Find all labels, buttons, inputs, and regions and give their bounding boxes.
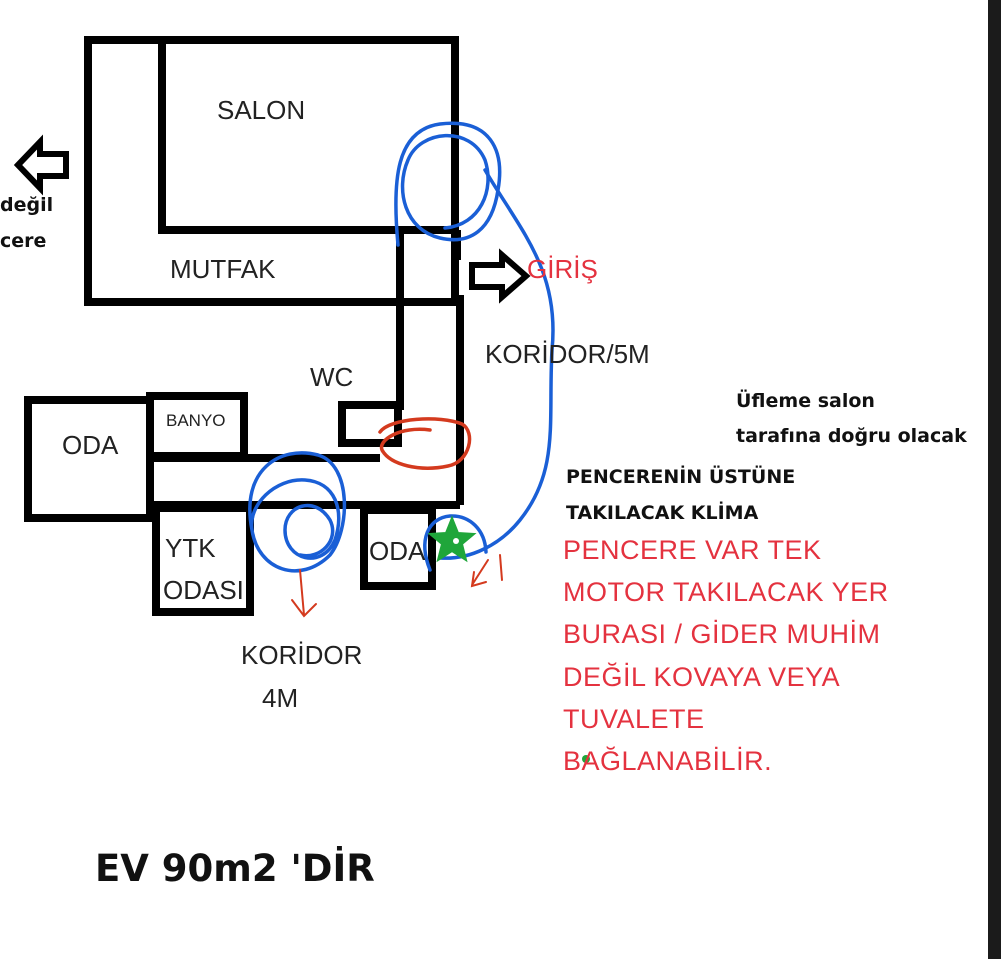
motor-note-line3: BURASI / GİDER MUHİM xyxy=(563,619,881,649)
corridor-label-4m-2: 4M xyxy=(262,683,299,713)
exit-arrow-left-icon xyxy=(13,134,69,196)
room-label-ytk-2: ODASI xyxy=(163,575,244,605)
ytk-wall xyxy=(152,504,254,616)
wc-wall xyxy=(338,401,402,447)
left-note-line2: cere xyxy=(0,230,47,252)
red-arrow-down-1-icon xyxy=(291,569,317,618)
oda-small-wall xyxy=(360,506,436,590)
room-label-oda-small: ODA xyxy=(369,536,426,566)
room-label-oda-left: ODA xyxy=(62,430,119,460)
green-star-icon xyxy=(427,515,477,563)
left-note-line1: değil xyxy=(0,194,54,216)
corridor-label-5m: KORİDOR/5M xyxy=(485,339,650,369)
airflow-note-line2: tarafına doğru olacak xyxy=(736,425,967,447)
room-label-salon: SALON xyxy=(217,95,306,125)
corridor-label-4m-1: KORİDOR xyxy=(241,640,363,670)
room-label-banyo: BANYO xyxy=(166,411,226,430)
right-edge-bar xyxy=(988,0,1001,959)
entrance-arrow-icon xyxy=(469,248,531,304)
room-label-ytk-1: YTK xyxy=(165,533,216,563)
walls xyxy=(24,36,464,616)
salon-wall xyxy=(158,40,455,234)
motor-note-line6: BAĞLANABİLİR. xyxy=(563,746,773,776)
motor-note-line1: PENCERE VAR TEK xyxy=(563,535,822,565)
green-dot-icon xyxy=(582,755,590,763)
red-arrows xyxy=(291,554,503,618)
outer-wall xyxy=(84,36,459,306)
red-marker-circle xyxy=(378,417,472,470)
blue-loop-upper xyxy=(394,121,555,560)
motor-note-line5: TUVALETE xyxy=(563,704,705,734)
motor-note-line4: DEĞİL KOVAYA VEYA xyxy=(563,662,841,692)
ac-note-line2: TAKILACAK KLİMA xyxy=(566,502,759,524)
motor-note-line2: MOTOR TAKILACAK YER xyxy=(563,577,889,607)
footer-title: EV 90m2 'DİR xyxy=(95,847,375,890)
red-arrow-3-icon xyxy=(499,554,503,581)
green-star-center xyxy=(453,538,459,544)
room-label-wc: WC xyxy=(310,362,354,392)
room-label-mutfak: MUTFAK xyxy=(170,254,276,284)
red-arrow-2-icon xyxy=(470,559,489,588)
entrance-label: GİRİŞ xyxy=(527,254,598,284)
airflow-note-line1: Üfleme salon xyxy=(736,390,875,412)
ac-note-line1: PENCERENİN ÜSTÜNE xyxy=(566,466,796,488)
blue-loop-lower xyxy=(248,451,488,573)
